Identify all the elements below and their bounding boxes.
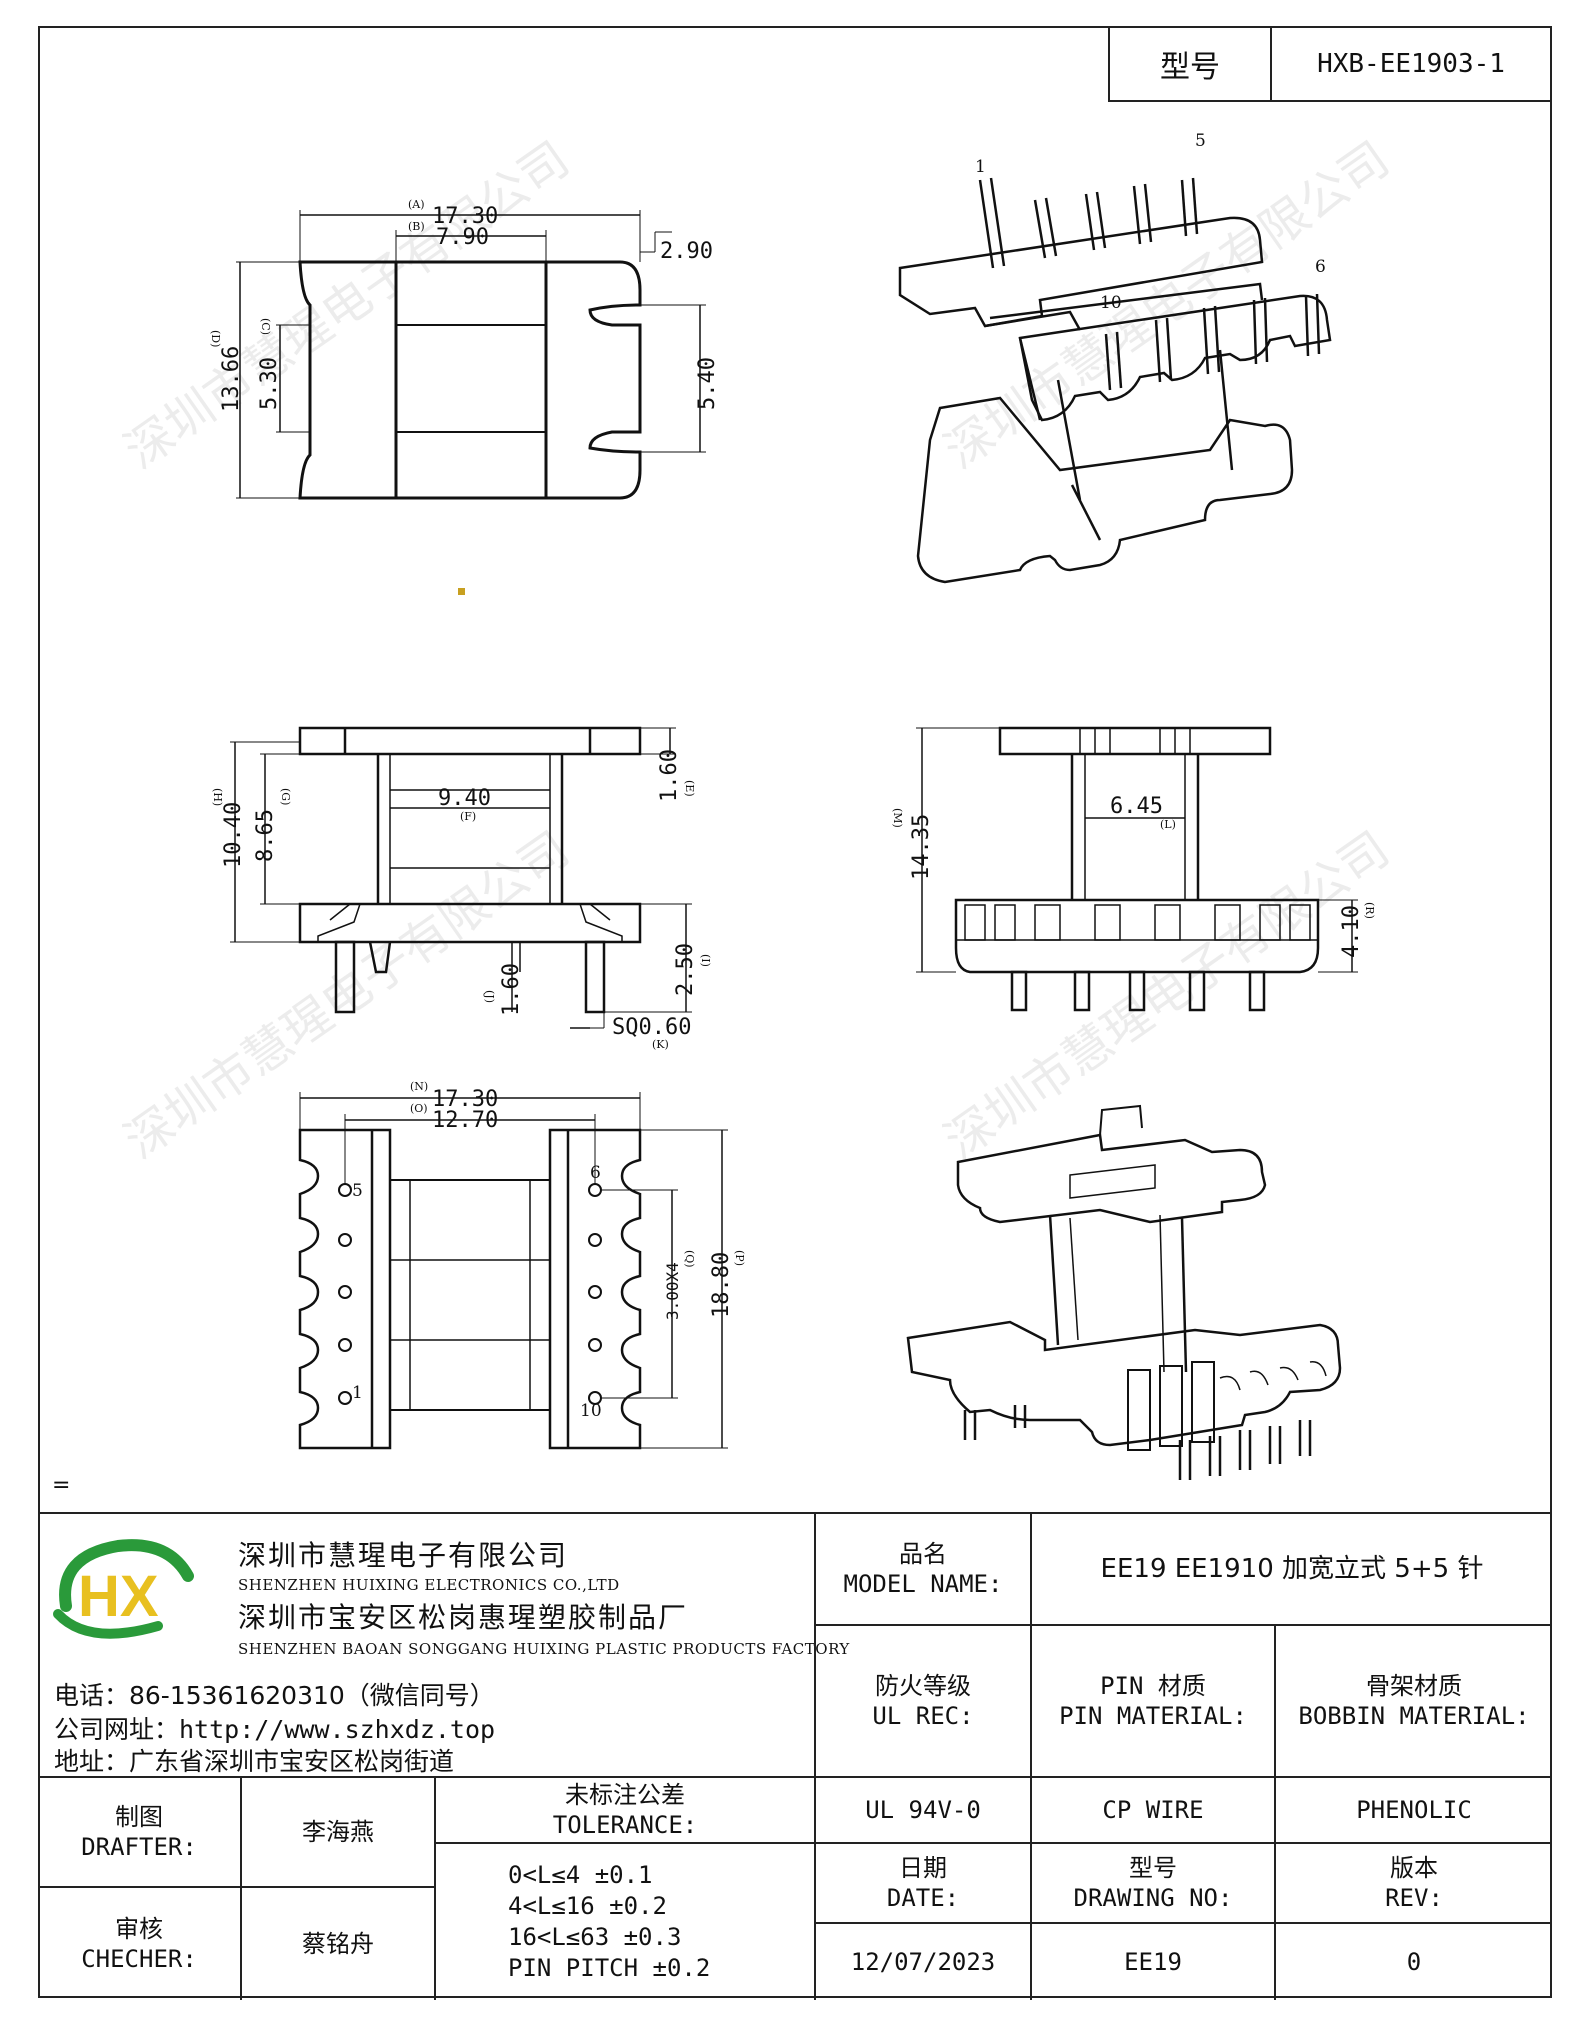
- company-name-en: SHENZHEN HUIXING ELECTRONICS CO.,LTD: [238, 1576, 620, 1594]
- dim-g: 8.65: [253, 809, 278, 862]
- tolerance-line: 0<L≤4 ±0.1: [508, 1860, 653, 1889]
- watermark: 深圳市慧瑆电子有限公司: [935, 821, 1400, 1170]
- ul-value: UL 94V-0: [865, 1796, 981, 1824]
- address: 地址：广东省深圳市宝安区松岗街道: [54, 1747, 455, 1776]
- company-logo: HX: [53, 1539, 194, 1639]
- checker-value: 蔡铭舟: [302, 1930, 374, 1958]
- iso-view-top: [898, 177, 1332, 584]
- side-view: [916, 726, 1358, 1012]
- dim-l: 6.45: [1110, 794, 1163, 819]
- dim-p: 18.80: [709, 1252, 734, 1318]
- bottom-view: [298, 1092, 728, 1450]
- tolerance-line: PIN PITCH ±0.2: [508, 1954, 711, 1983]
- bottom-pin5-label: 5: [352, 1181, 363, 1201]
- dim-c: 5.30: [257, 357, 282, 410]
- dim-label-e: (E): [683, 780, 696, 797]
- dim-height: 14.35: [909, 814, 934, 880]
- iso-pin5-label: 5: [1195, 131, 1206, 151]
- tolerance-line: 16<L≤63 ±0.3: [508, 1923, 682, 1951]
- dim-a: 17.30: [432, 204, 498, 229]
- tolerance-line: 4<L≤16 ±0.2: [508, 1891, 667, 1920]
- dim-label-b: (B): [408, 220, 425, 233]
- dim-d: 13.66: [219, 346, 244, 412]
- factory-name-cn: 深圳市宝安区松岗惠瑆塑胶制品厂: [238, 1601, 689, 1634]
- dim-f: 9.40: [438, 786, 491, 811]
- factory-name-en: SHENZHEN BAOAN SONGGANG HUIXING PLASTIC …: [238, 1640, 850, 1658]
- marker-dot: [458, 588, 465, 595]
- bottom-pin1-label: 1: [352, 1383, 363, 1403]
- dim-k: SQ0.60: [612, 1015, 691, 1040]
- dim-r: 4.10: [1339, 905, 1364, 958]
- dim-b: 7.90: [436, 225, 489, 250]
- dim-label-k: (K): [652, 1038, 669, 1051]
- dim-label-l: (L): [1160, 818, 1176, 831]
- model-name-value: EE19 EE1910 加宽立式 5+5 针: [1100, 1553, 1484, 1584]
- technical-drawing: 深圳市慧瑆电子有限公司 深圳市慧瑆电子有限公司 深圳市慧瑆电子有限公司 深圳市慧…: [52, 131, 1400, 1498]
- dim-i: 2.50: [673, 943, 698, 996]
- drafter-value: 李海燕: [302, 1818, 374, 1846]
- iso-pin1-label: 1: [975, 157, 986, 177]
- dim-label-q: (Q): [683, 1250, 696, 1268]
- phone: 电话：86-15361620310（微信同号）: [54, 1681, 495, 1710]
- dim-label-j: (J): [483, 990, 496, 1003]
- company-name-cn: 深圳市慧瑆电子有限公司: [238, 1539, 569, 1572]
- iso-view-bottom: [906, 1104, 1342, 1480]
- dim-e: 1.60: [657, 749, 682, 802]
- title-block: HX 深圳市慧瑆电子有限公司 SHENZHEN HUIXING ELECTRON…: [38, 1512, 1552, 2000]
- iso-pin10-label: 10: [1100, 293, 1122, 313]
- dim-label-m: (M): [891, 808, 904, 828]
- misc-mark: =: [52, 1473, 70, 1498]
- rev-value: 0: [1406, 1948, 1422, 1976]
- dim-o: 12.70: [432, 1108, 498, 1133]
- bottom-pin10-label: 10: [580, 1401, 602, 1421]
- top-view: [236, 210, 706, 500]
- logo-text: HX: [78, 1564, 159, 1629]
- dim-label-p: (P): [733, 1250, 746, 1266]
- dim-slot: 5.40: [695, 357, 720, 410]
- dim-n: 17.30: [432, 1087, 498, 1112]
- front-view: [230, 726, 692, 1029]
- model-number-box: 型号 HXB-EE1903-1: [1108, 26, 1552, 102]
- dim-label-g: (G): [279, 788, 292, 805]
- dim-q: 3.00X4: [663, 1262, 682, 1320]
- dim-j: 1.60: [499, 963, 524, 1016]
- watermark-group: 深圳市慧瑆电子有限公司 深圳市慧瑆电子有限公司 深圳市慧瑆电子有限公司 深圳市慧…: [115, 131, 1400, 1170]
- dim-top-right: 2.90: [660, 239, 713, 264]
- dim-label-h: (H): [211, 788, 224, 806]
- tolerance-values: 0<L≤4 ±0.1 4<L≤16 ±0.2 16<L≤63 ±0.3 PIN …: [436, 1844, 814, 2000]
- dim-label-c: (C): [259, 318, 272, 335]
- model-key: 型号: [1110, 28, 1272, 100]
- date-value: 12/07/2023: [850, 1948, 996, 1976]
- pin-material-value: CP WIRE: [1102, 1796, 1204, 1824]
- drawing-no-value: EE19: [1124, 1948, 1182, 1976]
- dim-label-f: (F): [460, 810, 476, 823]
- dim-label-a: (A): [408, 198, 425, 211]
- bobbin-material-value: PHENOLIC: [1356, 1796, 1472, 1824]
- model-value: HXB-EE1903-1: [1317, 49, 1505, 79]
- website: 公司网址：http://www.szhxdz.top: [54, 1715, 496, 1744]
- dim-label-r: (R): [1363, 902, 1376, 919]
- dim-h: 10.40: [221, 802, 246, 868]
- bottom-pin6-label: 6: [590, 1163, 601, 1183]
- watermark: 深圳市慧瑆电子有限公司: [935, 131, 1400, 480]
- watermark: 深圳市慧瑆电子有限公司: [115, 131, 580, 480]
- page-frame: [38, 26, 1552, 1998]
- dim-label-o: (O): [410, 1102, 428, 1115]
- dim-label-i: (I): [699, 954, 712, 967]
- dim-label-n: (N): [410, 1080, 428, 1093]
- iso-pin6-label: 6: [1315, 257, 1326, 277]
- dim-label-d: (D): [209, 330, 222, 347]
